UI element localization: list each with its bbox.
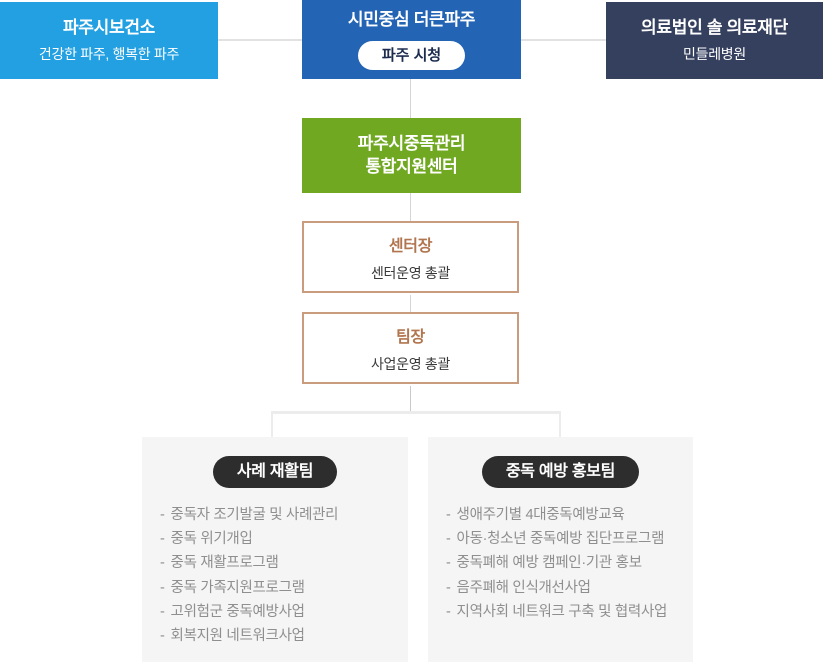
team-task-item: -중독자 조기발굴 및 사례관리 xyxy=(160,507,398,523)
city-hall-badge: 파주 시청 xyxy=(357,40,466,70)
team-task-item: -아동·청소년 중독예방 집단프로그램 xyxy=(446,531,683,548)
connector-left-horizontal xyxy=(218,39,302,41)
org-box-subtitle: 민들레병원 xyxy=(683,46,746,63)
team-task-label: 중독 위기개입 xyxy=(170,531,253,548)
connector-cityhall-to-center xyxy=(410,79,411,118)
role-title: 팀장 xyxy=(396,328,425,346)
dash-bullet: - xyxy=(160,579,165,596)
team-task-item: -지역사회 네트워크 구축 및 협력사업 xyxy=(446,603,683,620)
team-task-list: -생애주기별 4대중독예방교육-아동·청소년 중독예방 집단프로그램-중독폐해 … xyxy=(428,507,693,620)
team-panel-prevention-pr: 중독 예방 홍보팀 -생애주기별 4대중독예방교육-아동·청소년 중독예방 집단… xyxy=(428,437,693,662)
team-name-pill: 중독 예방 홍보팀 xyxy=(481,456,640,488)
team-task-label: 고위험군 중독예방사업 xyxy=(170,603,305,620)
connector-team-left-drop xyxy=(271,414,273,437)
role-box-team-leader: 팀장 사업운영 총괄 xyxy=(302,312,519,384)
dash-bullet: - xyxy=(446,579,451,596)
dash-bullet: - xyxy=(446,603,451,620)
org-box-health-center: 파주시보건소 건강한 파주, 행복한 파주 xyxy=(0,2,218,79)
team-panel-case-rehab: 사례 재활팀 -중독자 조기발굴 및 사례관리-중독 위기개입-중독 재활프로그… xyxy=(142,437,408,662)
team-task-item: -중독 가족지원프로그램 xyxy=(160,579,398,596)
team-task-item: -중독 재활프로그램 xyxy=(160,556,398,571)
role-subtitle: 사업운영 총괄 xyxy=(370,355,451,372)
org-box-title: 파주시보건소 xyxy=(62,18,156,38)
team-task-label: 지역사회 네트워크 구축 및 협력사업 xyxy=(456,603,668,620)
team-task-item: -생애주기별 4대중독예방교육 xyxy=(446,507,683,523)
dash-bullet: - xyxy=(160,603,165,620)
dash-bullet: - xyxy=(160,531,165,548)
role-subtitle: 센터운영 총괄 xyxy=(370,264,451,281)
team-task-label: 중독 재활프로그램 xyxy=(170,555,279,572)
org-box-medical-foundation: 의료법인 솔 의료재단 민들레병원 xyxy=(606,2,823,79)
team-task-label: 중독 가족지원프로그램 xyxy=(170,579,305,596)
team-task-item: -고위험군 중독예방사업 xyxy=(160,603,398,620)
team-task-item: -회복지원 네트워크사업 xyxy=(160,628,398,645)
dash-bullet: - xyxy=(160,628,165,645)
org-box-addiction-center: 파주시중독관리 통합지원센터 xyxy=(302,118,521,193)
connector-director-to-leader xyxy=(410,295,411,312)
dash-bullet: - xyxy=(446,531,451,548)
team-task-label: 생애주기별 4대중독예방교육 xyxy=(456,507,625,523)
org-box-title: 의료법인 솔 의료재단 xyxy=(641,18,788,38)
team-task-label: 회복지원 네트워크사업 xyxy=(170,628,305,645)
connector-center-to-director xyxy=(410,193,411,221)
connector-right-horizontal xyxy=(521,39,606,41)
team-task-label: 중독폐해 예방 캠페인·기관 홍보 xyxy=(456,555,643,572)
org-box-title: 시민중심 더큰파주 xyxy=(347,10,476,30)
role-title: 센터장 xyxy=(388,237,433,255)
org-box-title-line2: 통합지원센터 xyxy=(365,156,458,176)
connector-teams-horizontal xyxy=(271,411,561,414)
team-name-pill: 사례 재활팀 xyxy=(212,456,338,488)
dash-bullet: - xyxy=(446,507,451,523)
connector-team-right-drop xyxy=(559,414,561,437)
team-task-item: -중독폐해 예방 캠페인·기관 홍보 xyxy=(446,556,683,571)
team-task-item: -음주폐해 인식개선사업 xyxy=(446,579,683,596)
team-task-label: 중독자 조기발굴 및 사례관리 xyxy=(170,507,339,523)
role-box-director: 센터장 센터운영 총괄 xyxy=(302,221,519,293)
org-box-subtitle: 건강한 파주, 행복한 파주 xyxy=(38,46,180,63)
dash-bullet: - xyxy=(160,507,165,523)
team-task-item: -중독 위기개입 xyxy=(160,531,398,548)
org-box-title-line1: 파주시중독관리 xyxy=(357,133,466,153)
org-box-city-hall: 시민중심 더큰파주 파주 시청 xyxy=(302,0,521,79)
dash-bullet: - xyxy=(446,555,451,572)
dash-bullet: - xyxy=(160,555,165,572)
team-task-label: 아동·청소년 중독예방 집단프로그램 xyxy=(456,531,665,548)
team-task-list: -중독자 조기발굴 및 사례관리-중독 위기개입-중독 재활프로그램-중독 가족… xyxy=(142,507,408,645)
team-task-label: 음주폐해 인식개선사업 xyxy=(456,579,591,596)
connector-leader-down xyxy=(410,386,411,412)
